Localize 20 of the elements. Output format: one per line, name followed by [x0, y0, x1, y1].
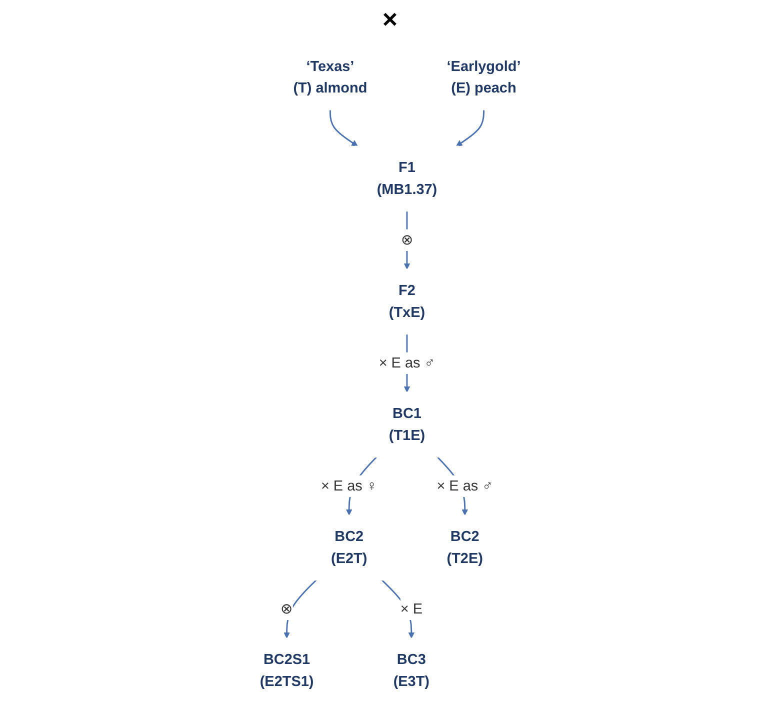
edge-label: × E as ♂	[436, 478, 493, 494]
edge-label: × E as ♂	[378, 355, 435, 372]
arrow	[456, 110, 484, 146]
node-text: BC1 (T1E)	[388, 406, 425, 444]
arrow	[381, 580, 414, 638]
node-text: F2 (TxE)	[388, 282, 425, 320]
node-text: BC2 (E2T)	[330, 528, 367, 566]
node-text: F1 (MB1.37)	[376, 160, 437, 198]
node-text: ‘Texas’ (T) almond	[292, 58, 367, 96]
arrow	[329, 110, 358, 146]
edge-label: × E	[400, 601, 422, 618]
edge-label: × E as ♀	[320, 478, 377, 494]
edge-label: ⊗	[400, 232, 413, 248]
cross-sign: ×	[382, 4, 398, 35]
node-text: ‘Earlygold’ (E) peach	[446, 58, 520, 96]
arrow	[283, 580, 316, 638]
node-text: BC2S1 (E2TS1)	[260, 652, 314, 690]
node-text: BC3 (E3T)	[393, 652, 430, 690]
node-text: BC2 (T2E)	[446, 528, 483, 566]
edge-label: ⊗	[280, 601, 293, 618]
